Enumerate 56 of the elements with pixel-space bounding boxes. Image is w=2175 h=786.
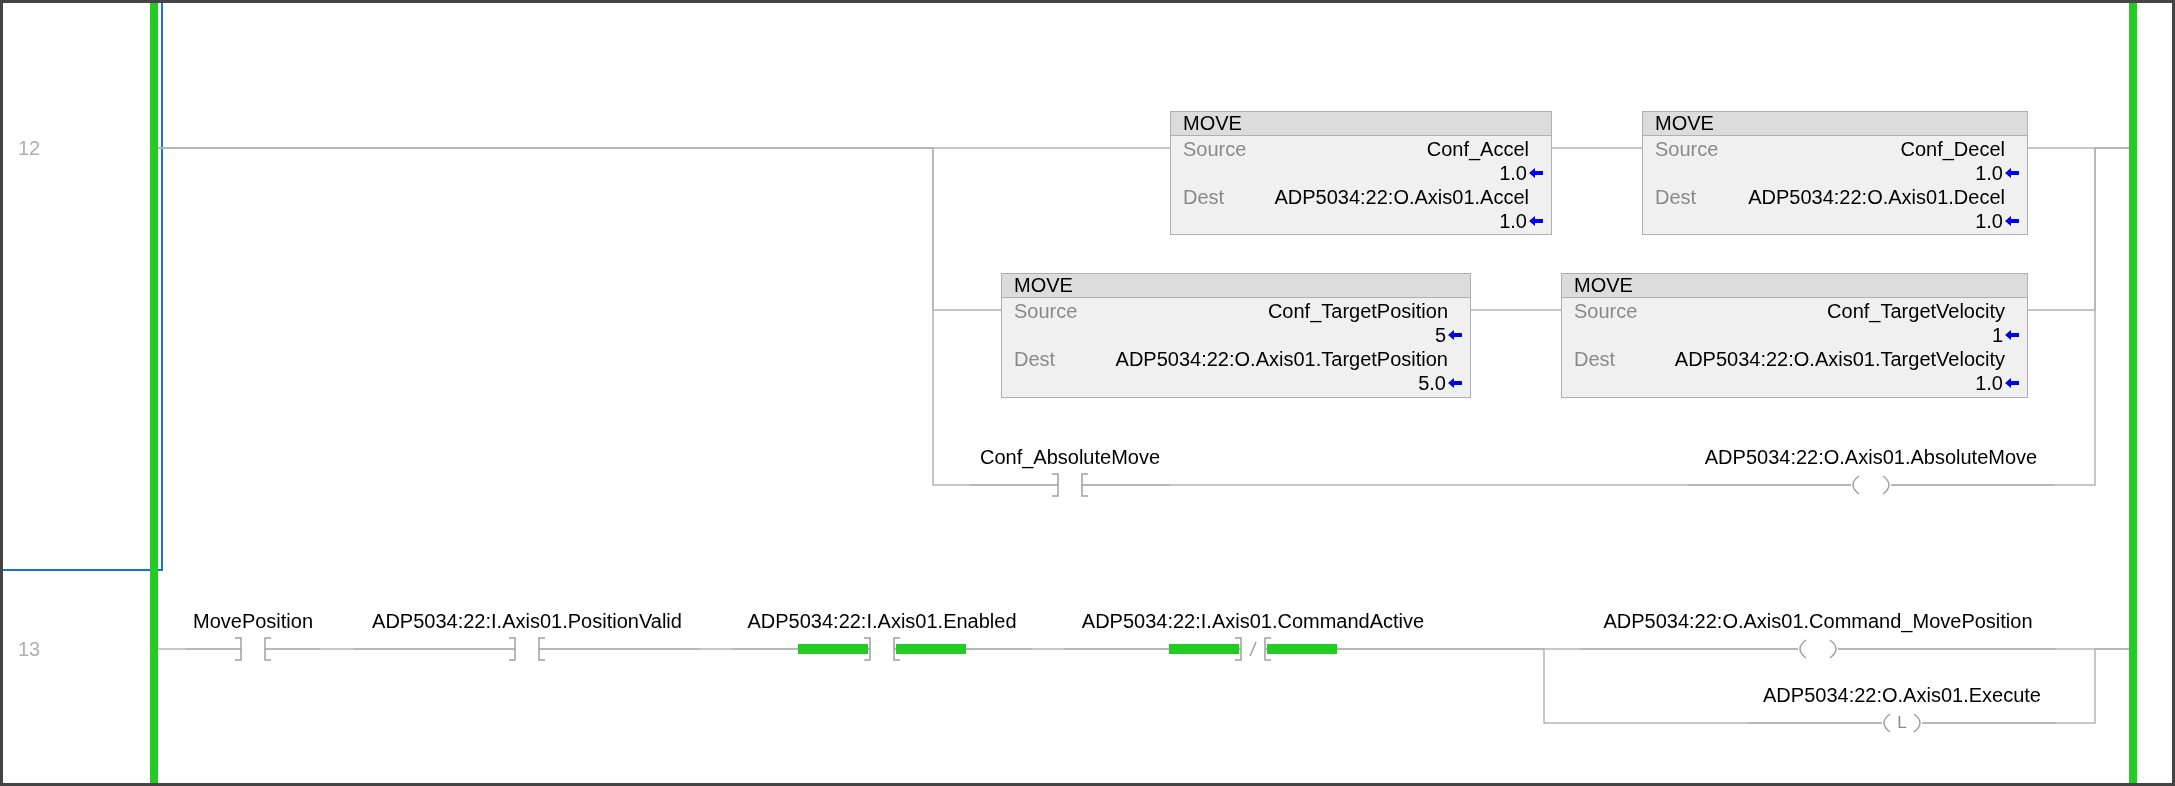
tag-name: ADP5034:22:O.Axis01.Execute [1762, 683, 2042, 707]
coil-type-letter: L [1896, 712, 1908, 734]
rung-wire [1169, 484, 1689, 486]
rung-number: 12 [18, 136, 41, 160]
rung-wire [1470, 309, 1562, 311]
field-label: Dest [1574, 347, 1616, 371]
rung-wire [1031, 648, 1065, 650]
field-label: Dest [1183, 185, 1225, 209]
block-header: MOVE [1002, 274, 1470, 298]
tag-name: Conf_Accel [1426, 137, 1529, 161]
tag-name: ADP5034:22:O.Axis01.TargetPosition [1115, 347, 1448, 371]
value-text: 1.0 [1975, 161, 2003, 185]
block-header: MOVE [1643, 112, 2027, 136]
rung-wire [2055, 648, 2130, 724]
rung-wire [1551, 147, 1643, 149]
tag-name: Conf_AbsoluteMove [978, 445, 1162, 469]
value-text: 5 [1434, 323, 1446, 347]
tag-name: Conf_TargetVelocity [1827, 299, 2005, 323]
value-text: 1 [1991, 323, 2003, 347]
rung-wire [2053, 147, 2130, 486]
rung-wire [699, 648, 733, 650]
instruction-block [1642, 111, 2028, 235]
tag-name: ADP5034:22:I.Axis01.Enabled [746, 609, 1018, 633]
tag-name: Conf_Decel [1900, 137, 2005, 161]
instruction-block [1170, 111, 1552, 235]
value-text: 1.0 [1975, 209, 2003, 233]
field-label: Dest [1655, 185, 1697, 209]
block-header: MOVE [1562, 274, 2027, 298]
value-text: 1.0 [1975, 371, 2003, 395]
value-text: 1.0 [1499, 161, 1527, 185]
tag-name: ADP5034:22:O.Axis01.Command_MovePosition [1602, 609, 2034, 633]
tag-name: ADP5034:22:O.Axis01.Decel [1748, 185, 2005, 209]
field-label: Source [1183, 137, 1247, 161]
field-label: Source [1014, 299, 1078, 323]
rung-number: 13 [18, 637, 41, 661]
tag-name: MovePosition [191, 609, 315, 633]
field-label: Dest [1014, 347, 1056, 371]
rung-wire [157, 147, 971, 486]
value-text: 5.0 [1418, 371, 1446, 395]
block-header: MOVE [1171, 112, 1551, 136]
tag-name: Conf_TargetPosition [1267, 299, 1448, 323]
tag-name: ADP5034:22:I.Axis01.CommandActive [1080, 609, 1426, 633]
tag-name: ADP5034:22:O.Axis01.AbsoluteMove [1703, 445, 2039, 469]
instruction-block [1001, 273, 1471, 398]
field-label: Source [1655, 137, 1719, 161]
tag-name: ADP5034:22:I.Axis01.PositionValid [371, 609, 683, 633]
value-text: 1.0 [1499, 209, 1527, 233]
rung-wire [319, 648, 355, 650]
tag-name: ADP5034:22:O.Axis01.Accel [1274, 185, 1529, 209]
rung-wire [157, 648, 187, 650]
instruction-block [1561, 273, 2028, 398]
power-rail [150, 3, 158, 783]
power-rail [2129, 3, 2137, 783]
tag-name: ADP5034:22:O.Axis01.TargetVelocity [1674, 347, 2005, 371]
rung-wire [1441, 648, 1749, 724]
field-label: Source [1574, 299, 1638, 323]
